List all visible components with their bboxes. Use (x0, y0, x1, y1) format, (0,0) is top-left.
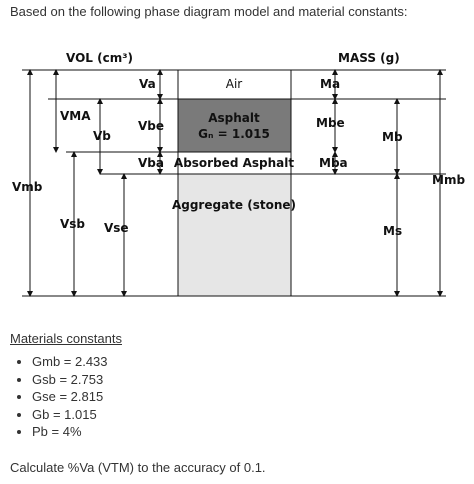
aggregate-label: Aggregate (stone) (172, 198, 296, 212)
vb-label: Vb (93, 129, 111, 143)
mba-label: Mba (319, 156, 348, 170)
mmb-label: Mmb (432, 173, 465, 187)
mbe-label: Mbe (316, 116, 345, 130)
air-label: Air (226, 77, 243, 91)
mb-label: Mb (382, 130, 403, 144)
asphalt-gb-label: Gₙ = 1.015 (198, 127, 270, 141)
constant-item: Gmb = 2.433 (32, 353, 108, 371)
asphalt-label: Asphalt (208, 111, 260, 125)
constant-item: Pb = 4% (32, 423, 108, 441)
vol-header: VOL (cm³) (66, 51, 133, 65)
vse-label: Vse (104, 221, 129, 235)
vma-label: VMA (60, 109, 91, 123)
ma-label: Ma (320, 77, 340, 91)
vsb-label: Vsb (60, 217, 85, 231)
intro-text: Based on the following phase diagram mod… (10, 4, 408, 19)
constant-item: Gse = 2.815 (32, 388, 108, 406)
vmb-label: Vmb (12, 180, 43, 194)
vba-label: Vba (138, 156, 164, 170)
asphalt-phase (177, 98, 292, 153)
va-label: Va (139, 77, 156, 91)
constants-list: Gmb = 2.433 Gsb = 2.753 Gse = 2.815 Gb =… (14, 353, 108, 441)
absorbed-asphalt-label: Absorbed Asphalt (174, 156, 294, 170)
vbe-label: Vbe (138, 119, 164, 133)
phase-diagram: VOL (cm³) MASS (g) Air Asphalt Gₙ = 1.01… (12, 51, 465, 297)
question-text: Calculate %Va (VTM) to the accuracy of 0… (10, 460, 266, 475)
aggregate-phase (177, 173, 292, 297)
constant-item: Gsb = 2.753 (32, 371, 108, 389)
constant-item: Gb = 1.015 (32, 406, 108, 424)
ms-label: Ms (383, 224, 402, 238)
mass-header: MASS (g) (338, 51, 400, 65)
materials-constants-title: Materials constants (10, 331, 122, 346)
air-phase (177, 69, 292, 100)
